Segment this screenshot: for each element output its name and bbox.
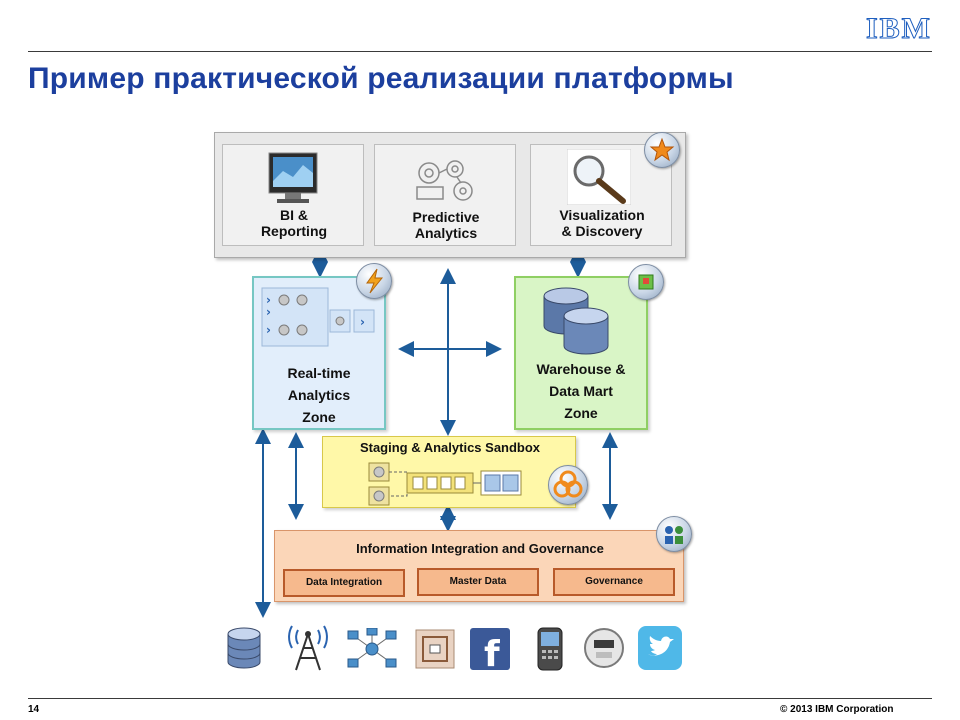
twitter-icon	[638, 626, 682, 670]
svg-text:›: ›	[266, 323, 271, 337]
star-badge-icon	[644, 132, 680, 168]
trefoil-badge-icon	[548, 465, 588, 505]
slide-title: Пример практической реализации платформы	[28, 62, 734, 95]
gears-sketch-icon	[416, 160, 473, 201]
data-integration-box: Data Integration	[283, 569, 405, 597]
sandbox-label: Staging & Analytics Sandbox	[359, 440, 541, 455]
people-badge-icon	[656, 516, 692, 552]
facebook-icon: f	[470, 628, 510, 675]
realtime-zone-label: Real-time Analytics Zone	[287, 365, 351, 425]
database-icon	[222, 626, 266, 670]
svg-text:›: ›	[360, 315, 365, 329]
svg-text:›: ›	[266, 293, 271, 307]
footer-divider	[28, 698, 932, 699]
stream-flow-icon: ››› ›	[261, 287, 375, 347]
sandbox-box: Staging & Analytics Sandbox	[322, 436, 576, 508]
svg-text:f: f	[484, 634, 500, 670]
warehouse-zone-box: Warehouse & Data Mart Zone	[514, 276, 648, 430]
staging-flow-icon	[368, 462, 522, 506]
realtime-zone-box: ››› › Real-time Analytics Zone	[252, 276, 386, 430]
svg-text:›: ›	[266, 305, 271, 319]
phone-icon	[528, 626, 572, 672]
bi-reporting-box: BI & Reporting	[222, 144, 364, 246]
magnifier-icon	[567, 149, 631, 205]
governance-label: Information Integration and Governance	[356, 541, 604, 556]
predictive-analytics-box: Predictive Analytics	[374, 144, 516, 246]
ibm-logo: IBM	[866, 12, 932, 45]
warehouse-zone-label: Warehouse & Data Mart Zone	[536, 361, 626, 421]
page-number: 14	[28, 704, 40, 715]
rfid-tag-icon	[414, 628, 456, 670]
radio-tower-icon	[286, 624, 330, 672]
copyright: © 2013 IBM Corporation	[780, 704, 894, 715]
lightning-badge-icon	[356, 263, 392, 299]
governance-item-box: Governance	[553, 568, 675, 596]
network-icon	[346, 627, 398, 670]
bi-reporting-label: BI & Reporting	[260, 207, 328, 239]
governance-box: Information Integration and Governance D…	[274, 530, 684, 602]
monitor-icon	[268, 152, 318, 203]
master-data-box: Master Data	[417, 568, 539, 596]
database-stack-icon	[543, 287, 609, 355]
predictive-analytics-label: Predictive Analytics	[412, 209, 480, 241]
header-divider	[28, 51, 932, 52]
visualization-label: Visualization & Discovery	[559, 207, 645, 239]
cube-badge-icon	[628, 264, 664, 300]
meter-icon	[582, 626, 626, 672]
